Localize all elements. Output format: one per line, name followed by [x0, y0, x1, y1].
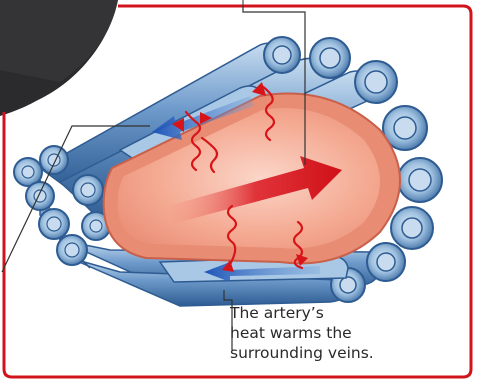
annotation-caption: The artery’s heat warms the surrounding … [230, 303, 470, 363]
